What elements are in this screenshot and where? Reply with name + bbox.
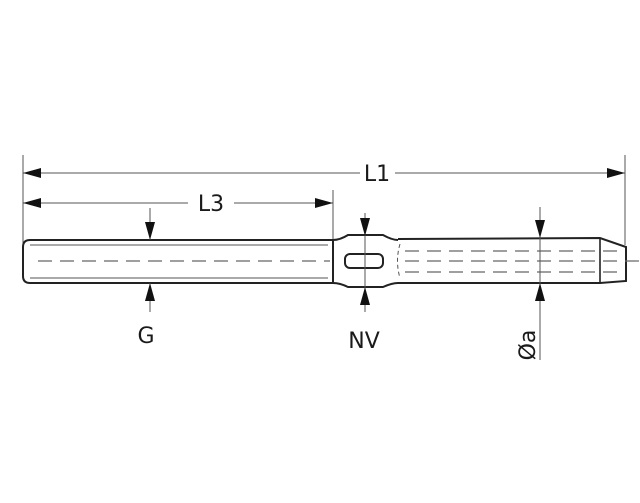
label-oa: Øa (516, 330, 541, 361)
dimension-oa: Øa (516, 207, 545, 361)
bore-shaft (397, 236, 640, 284)
label-g: G (137, 324, 154, 349)
label-l3: L3 (198, 192, 224, 217)
dimension-nv: NV (348, 213, 380, 354)
dimension-l3: L3 (23, 192, 333, 217)
label-nv: NV (348, 329, 380, 354)
neck-section (332, 234, 401, 288)
wrench-slot (344, 253, 384, 269)
threaded-shank (22, 239, 334, 284)
dimension-l1: L1 (23, 162, 625, 187)
label-l1: L1 (364, 162, 390, 187)
dimension-g: G (137, 208, 155, 349)
